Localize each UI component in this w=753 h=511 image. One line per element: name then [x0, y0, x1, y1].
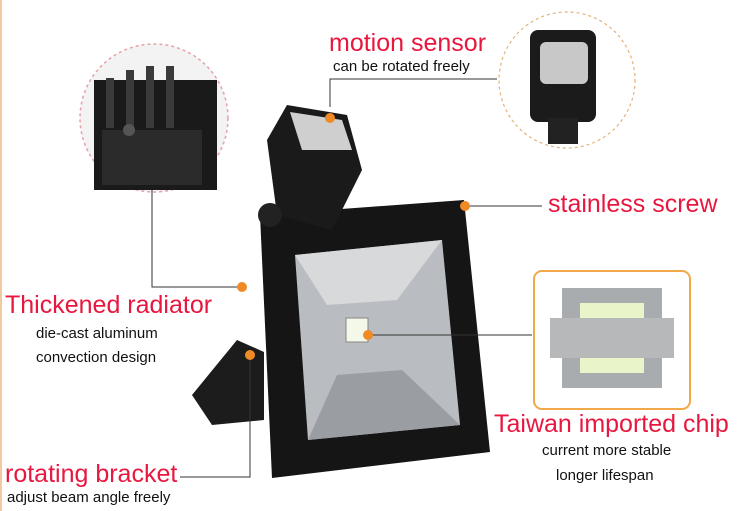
marker-plus-icon [325, 113, 335, 123]
bracket [192, 340, 264, 425]
marker-plus-icon [460, 201, 470, 211]
chip-detail-box [533, 270, 691, 410]
marker-plus-icon [245, 350, 255, 360]
radiator-detail-circle [79, 43, 229, 193]
chip-title: Taiwan imported chip [494, 410, 729, 438]
chip-desc-2: longer lifespan [556, 467, 654, 484]
bracket-desc: adjust beam angle freely [7, 489, 171, 506]
motion-sensor [258, 105, 362, 230]
radiator-title: Thickened radiator [5, 291, 213, 319]
marker-plus-icon [363, 330, 373, 340]
motion-sensor-title: motion sensor [329, 29, 487, 57]
marker-plus-icon [237, 282, 247, 292]
bracket-title: rotating bracket [5, 460, 178, 488]
motion-sensor-desc: can be rotated freely [333, 58, 470, 75]
sensor-detail-circle [498, 11, 636, 149]
leader-lines [151, 78, 542, 478]
radiator-desc-1: die-cast aluminum [36, 325, 158, 342]
radiator-desc-2: convection design [36, 349, 157, 366]
stainless-screw-title: stainless screw [548, 190, 718, 218]
marker-icons [237, 113, 470, 360]
chip-desc-1: current more stable [542, 442, 672, 459]
